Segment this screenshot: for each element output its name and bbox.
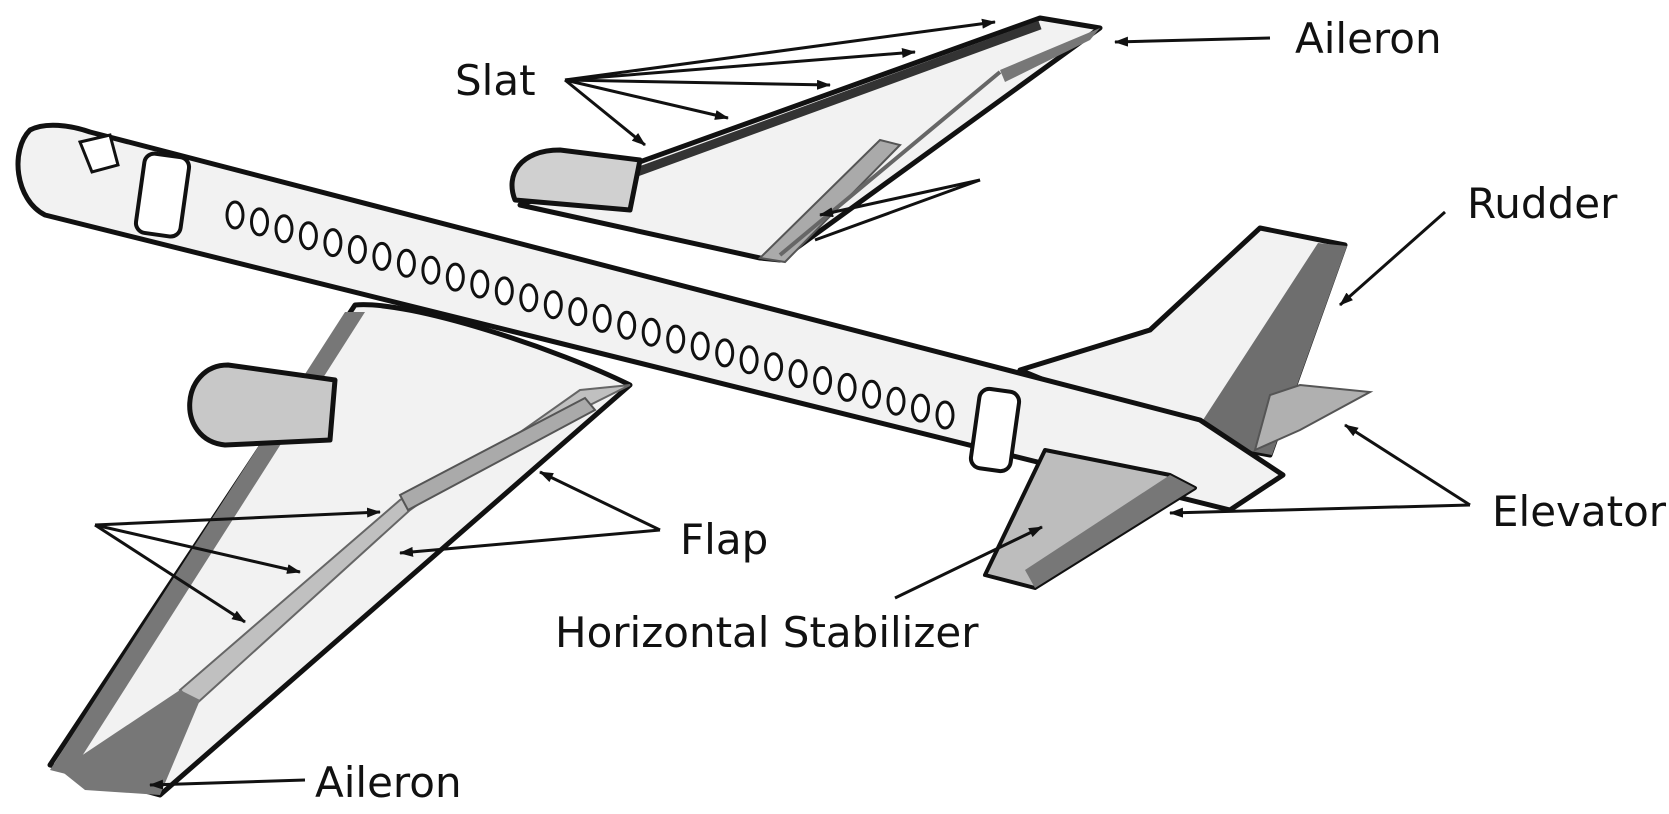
leader-arrows <box>94 18 1471 790</box>
cabin-window <box>274 214 294 244</box>
lower-wing-aileron <box>60 690 200 795</box>
cabin-window <box>813 366 833 395</box>
cabin-window <box>396 248 416 278</box>
cabin-window <box>837 372 857 402</box>
cabin-window <box>862 379 882 409</box>
cabin-window <box>568 297 588 327</box>
cabin-window <box>641 317 661 347</box>
label-aileron-bottom: Aileron <box>315 758 462 807</box>
label-elevator: Elevator <box>1492 487 1667 536</box>
cabin-window <box>666 324 686 354</box>
cabin-window <box>935 400 955 430</box>
lower-engine <box>187 362 338 448</box>
label-slat: Slat <box>455 56 536 105</box>
upper-wing-aileron <box>1000 28 1100 82</box>
cabin-window <box>886 386 906 416</box>
cabin-window <box>715 338 735 368</box>
front-door <box>133 151 192 239</box>
cabin-window <box>470 269 490 299</box>
cabin-window <box>372 241 392 271</box>
rudder-surface <box>1190 243 1347 455</box>
cabin-window <box>592 303 612 333</box>
cabin-window <box>519 283 539 313</box>
lower-wing <box>47 302 633 798</box>
far-horizontal-stabilizer <box>1253 383 1374 452</box>
upper-engine <box>509 147 643 213</box>
cabin-window <box>788 359 808 389</box>
cabin-window <box>617 310 637 340</box>
cabin-window <box>690 331 710 361</box>
label-aileron-top: Aileron <box>1295 14 1442 63</box>
cabin-window <box>421 255 441 285</box>
label-flap: Flap <box>680 515 768 564</box>
cabin-window <box>543 290 563 320</box>
cabin-windows <box>225 200 955 430</box>
cabin-window <box>347 235 367 264</box>
label-rudder: Rudder <box>1467 179 1618 228</box>
near-horizontal-stabilizer <box>983 448 1197 590</box>
cabin-window <box>250 207 269 237</box>
upper-wing <box>517 15 1103 264</box>
cabin-window <box>298 221 318 251</box>
cabin-window <box>323 228 343 258</box>
cabin-window <box>739 345 759 375</box>
upper-wing-flap <box>757 138 902 264</box>
cabin-window <box>911 393 930 423</box>
label-horizontal-stabilizer: Horizontal Stabilizer <box>555 608 979 657</box>
elevator-surface <box>1025 475 1195 588</box>
rear-door <box>968 386 1022 474</box>
cabin-window <box>225 200 245 230</box>
cabin-window <box>494 276 514 306</box>
fuselage <box>15 122 1286 513</box>
cabin-window <box>445 262 465 292</box>
cabin-window <box>764 352 784 382</box>
